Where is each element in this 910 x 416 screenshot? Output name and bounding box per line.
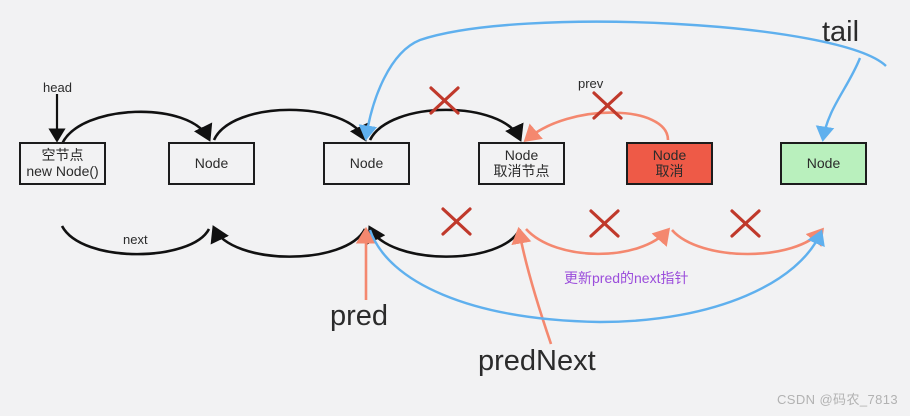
cross-mark-bottom-3 [730,209,761,238]
node-label-line1: Node [652,146,687,163]
link-blue-top [358,20,887,141]
cross-mark-top-2 [592,91,623,120]
node-box-cancelled[interactable]: Node 取消 [626,142,713,185]
node-label-line1: 空节点 [41,146,84,163]
link-next-5-6 [671,227,824,256]
link-prev-3-2 [210,225,367,258]
pointer-tail [815,57,862,142]
node-label-line2: new Node() [26,162,99,179]
link-next-2-3 [212,108,369,142]
node-box-tail[interactable]: Node [780,142,867,185]
node-box-prednext[interactable]: Node 取消节点 [478,142,565,185]
label-update-pred-next: 更新pred的next指针 [564,270,689,286]
label-prednext: predNext [478,345,596,377]
label-tail: tail [822,16,860,48]
pointer-prednext [511,226,553,345]
node-label-line2: 取消 [655,162,684,179]
node-box-empty[interactable]: 空节点 new Node() [19,142,106,185]
link-next-1-2 [60,110,213,145]
node-label-line1: Node [504,146,539,163]
label-next: next [123,232,148,247]
link-prev-2-1 [60,225,211,256]
link-blue-bottom [368,229,825,324]
node-label-line1: Node [194,154,229,171]
label-head: head [43,80,72,95]
link-next-3-4 [368,108,524,142]
node-box-pred[interactable]: Node [323,142,410,185]
link-prev-4-3 [367,225,522,258]
link-next-4-5 [525,227,671,256]
cross-mark-bottom-1 [441,207,472,236]
node-label-line1: Node [806,154,841,171]
label-prev: prev [578,76,604,91]
label-pred: pred [330,300,389,332]
cross-mark-bottom-2 [589,209,620,238]
node-box-2[interactable]: Node [168,142,255,185]
watermark: CSDN @码农_7813 [777,392,898,407]
node-label-line1: Node [349,154,384,171]
cross-mark-top-1 [429,86,460,115]
node-label-line2: 取消节点 [493,162,550,179]
